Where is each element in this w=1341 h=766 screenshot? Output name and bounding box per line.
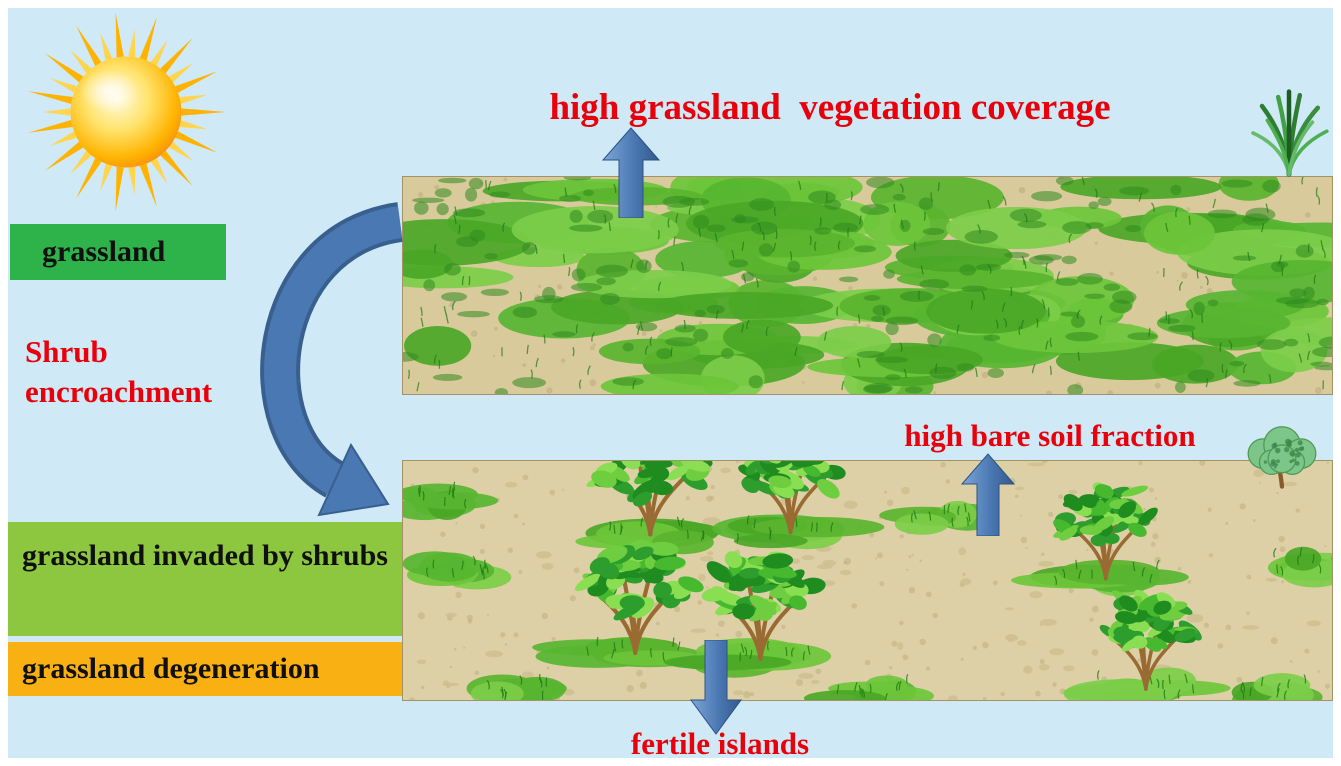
high-bare-soil-annotation: high bare soil fraction [904, 418, 1196, 453]
arrow-up-vegetation-icon [601, 127, 661, 218]
shrub-invaded-panel-illustration [402, 460, 1333, 701]
invaded-grassland-label: grassland invaded by shrubs [8, 522, 402, 636]
high-vegetation-annotation: high grassland vegetation coverage [549, 87, 1111, 128]
grass-clump-icon [1251, 89, 1329, 177]
diagram-canvas: grassland Shrub encroachment grassland i… [8, 8, 1333, 761]
arrow-up-bare-soil-icon [960, 453, 1016, 536]
fertile-islands-annotation: fertile islands [630, 726, 810, 761]
shrub-icon [1247, 426, 1317, 489]
shrub-encroachment-label: Shrub encroachment [25, 334, 213, 409]
sun-icon [28, 12, 227, 212]
grassland-panel-illustration [402, 176, 1333, 395]
curved-encroachment-arrow-icon [260, 202, 404, 517]
arrow-down-fertile-icon [690, 640, 742, 735]
grassland-label: grassland [10, 224, 226, 280]
grassland-degeneration-label: grassland degeneration [8, 642, 402, 696]
